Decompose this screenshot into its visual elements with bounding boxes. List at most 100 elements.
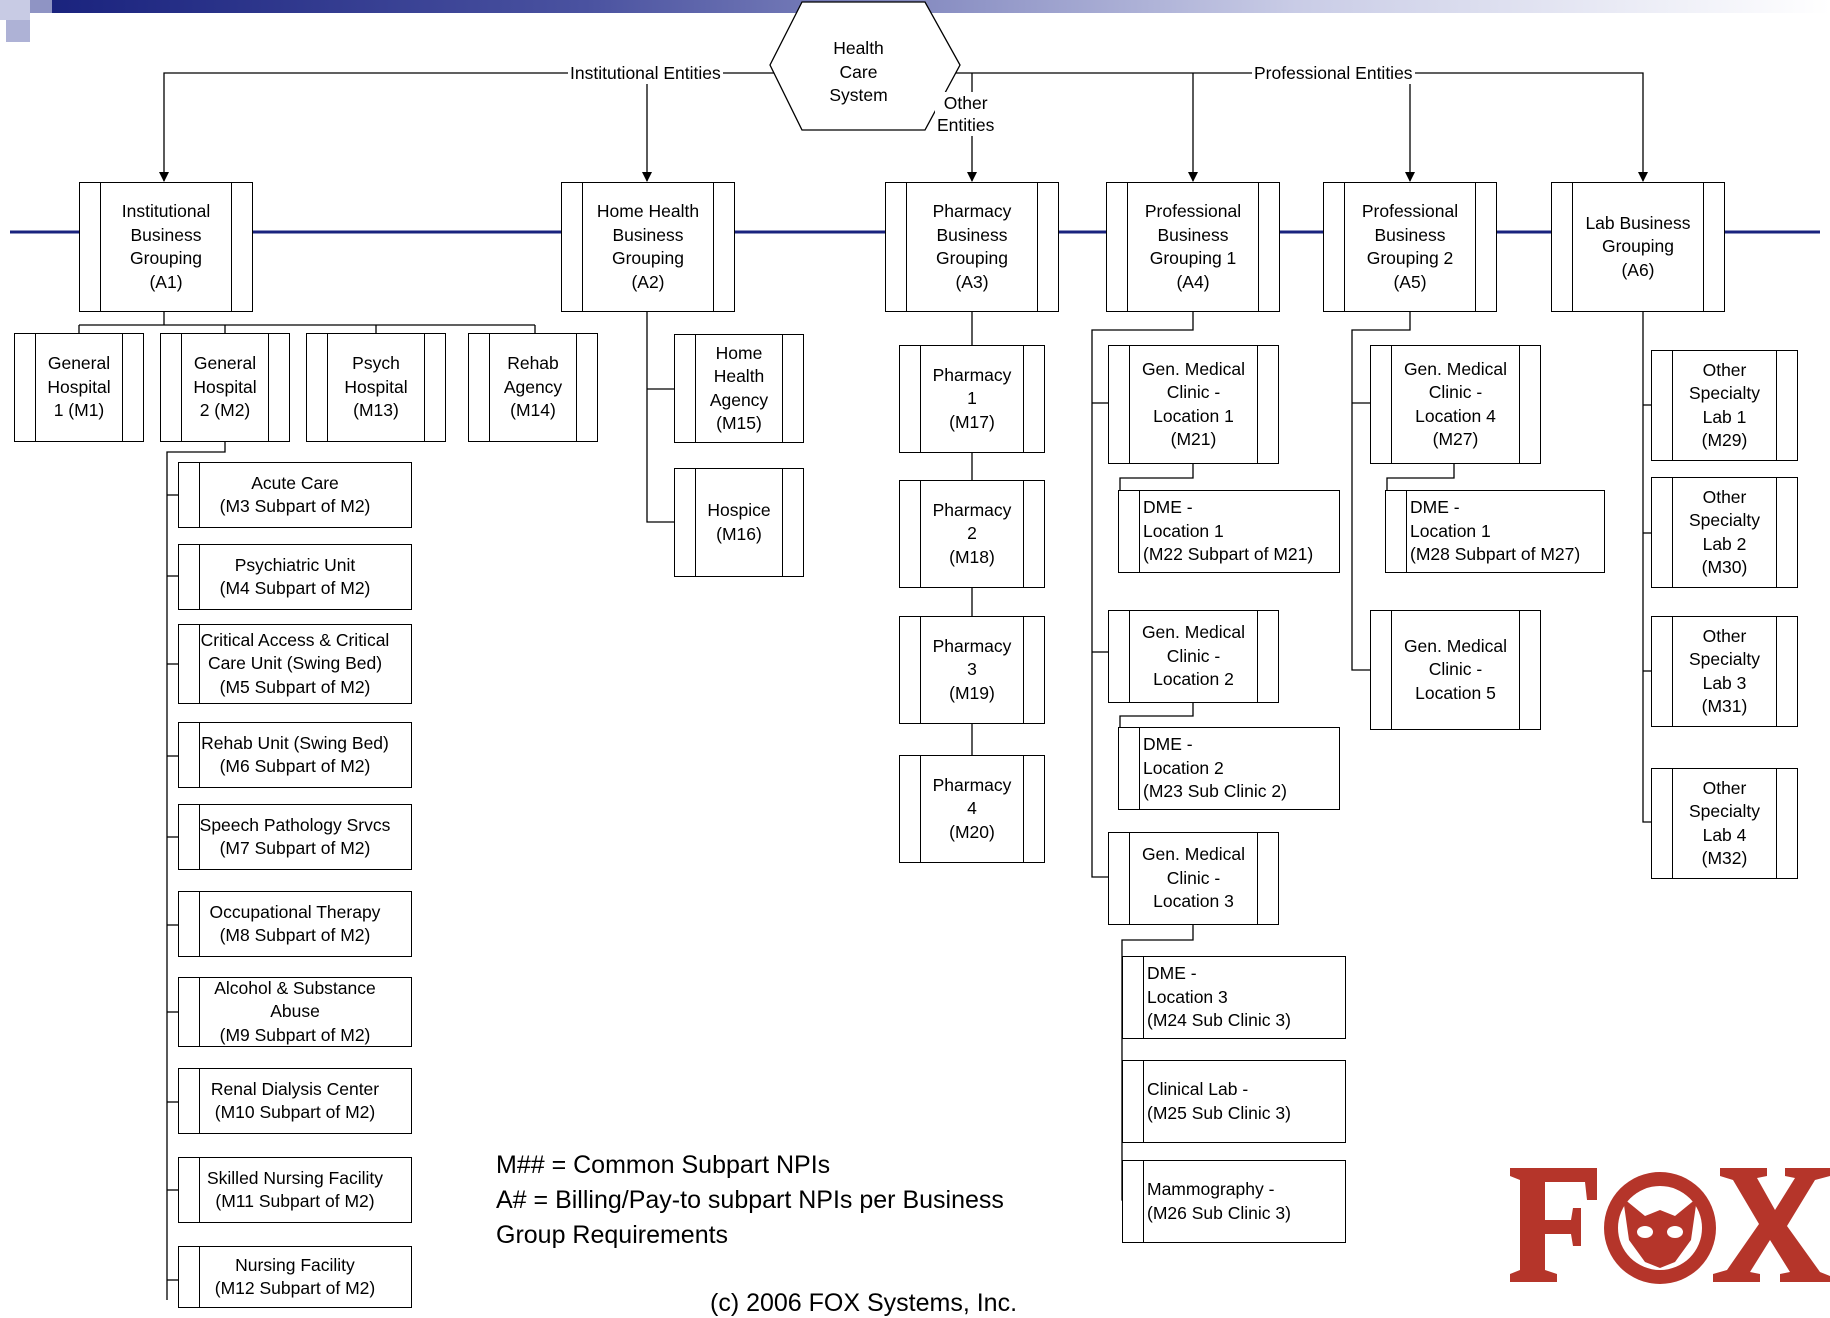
entity-box: General Hospital 2 (M2) [160,333,290,442]
subpart-box: Nursing Facility (M12 Subpart of M2) [178,1246,412,1308]
lab-box: Other Specialty Lab 3 (M31) [1651,616,1798,727]
pharmacy-box: Pharmacy 1 (M17) [899,345,1045,453]
clinic-box: Gen. Medical Clinic - Location 2 [1108,610,1279,703]
entity-label: Rehab Agency (M14) [503,353,563,421]
lab-label: Other Specialty Lab 4 (M32) [1688,777,1760,869]
subpart-label: Alcohol & Substance Abuse (M9 Subpart of… [214,977,376,1045]
corner-square [0,0,30,20]
group-box-a1: Institutional Business Grouping (A1) [79,182,253,312]
subpart-box: Psychiatric Unit (M4 Subpart of M2) [178,544,412,610]
pharmacy-box: Pharmacy 3 (M19) [899,616,1045,724]
subpart-box: Critical Access & Critical Care Unit (Sw… [178,624,412,704]
lab-box: Other Specialty Lab 1 (M29) [1651,350,1798,461]
connector-institutional [159,72,802,182]
group-box-a3: Pharmacy Business Grouping (A3) [885,182,1059,312]
subpart-box: Alcohol & Substance Abuse (M9 Subpart of… [178,977,412,1047]
entity-label: General Hospital 2 (M2) [193,353,257,421]
clinic-subpart-box: DME - Location 1 (M22 Subpart of M21) [1118,490,1340,573]
lab-label: Other Specialty Lab 3 (M31) [1688,625,1760,717]
group-box-a2: Home Health Business Grouping (A2) [561,182,735,312]
subpart-label: Rehab Unit (Swing Bed) (M6 Subpart of M2… [201,732,389,777]
lab-label: Other Specialty Lab 2 (M30) [1688,486,1760,578]
pharmacy-label: Pharmacy 1 (M17) [932,364,1012,432]
clinic-subpart-box: Mammography - (M26 Sub Clinic 3) [1122,1160,1346,1243]
corner-square [6,20,30,42]
clinic-box: Gen. Medical Clinic - Location 3 [1108,832,1279,925]
group-label: Institutional Business Grouping (A1) [121,201,211,292]
group-label: Pharmacy Business Grouping (A3) [932,201,1012,292]
corner-square [30,0,52,13]
legend-line: M## = Common Subpart NPIs [496,1151,831,1179]
subpart-box: Acute Care (M3 Subpart of M2) [178,462,412,528]
subpart-label: Renal Dialysis Center (M10 Subpart of M2… [210,1078,380,1123]
clinic-subpart-label: Clinical Lab - (M25 Sub Clinic 3) [1147,1079,1291,1123]
clinic-label: Gen. Medical Clinic - Location 1 (M21) [1141,358,1246,450]
pharmacy-box: Pharmacy 4 (M20) [899,755,1045,863]
subpart-label: Acute Care (M3 Subpart of M2) [219,472,371,517]
pharmacy-label: Pharmacy 3 (M19) [932,635,1012,703]
lab-box: Other Specialty Lab 4 (M32) [1651,768,1798,879]
legend: M## = Common Subpart NPIs A# = Billing/P… [496,1148,1004,1253]
clinic-subpart-label: DME - Location 3 (M24 Sub Clinic 3) [1147,963,1291,1031]
pharmacy-label: Pharmacy 2 (M18) [932,499,1012,567]
hospice-box: Hospice (M16) [674,468,804,577]
subpart-box: Rehab Unit (Swing Bed) (M6 Subpart of M2… [178,722,412,788]
clinic-subpart-label: DME - Location 1 (M28 Subpart of M27) [1410,497,1581,565]
lab-label: Other Specialty Lab 1 (M29) [1688,359,1760,451]
entity-box: General Hospital 1 (M1) [14,333,144,442]
clinic-subpart-label: DME - Location 1 (M22 Subpart of M21) [1143,497,1314,565]
clinic-subpart-label: Mammography - (M26 Sub Clinic 3) [1147,1179,1291,1223]
subpart-box: Renal Dialysis Center (M10 Subpart of M2… [178,1068,412,1134]
legend-line: A# = Billing/Pay-to subpart NPIs per Bus… [496,1186,1004,1214]
clinic-label: Gen. Medical Clinic - Location 3 [1141,844,1246,912]
clinic-label: Gen. Medical Clinic - Location 2 [1141,622,1246,690]
pharmacy-box: Pharmacy 2 (M18) [899,480,1045,588]
subpart-label: Speech Pathology Srvcs (M7 Subpart of M2… [199,814,391,859]
group-box-a6: Lab Business Grouping (A6) [1551,182,1725,312]
subpart-label: Nursing Facility (M12 Subpart of M2) [214,1254,376,1299]
subpart-label: Skilled Nursing Facility (M11 Subpart of… [206,1167,384,1212]
clinic-box: Gen. Medical Clinic - Location 4 (M27) [1370,345,1541,464]
group-box-a4: Professional Business Grouping 1 (A4) [1106,182,1280,312]
legend-line: Group Requirements [496,1221,729,1249]
hospice-label: Hospice (M16) [707,500,771,544]
pharmacy-label: Pharmacy 4 (M20) [932,774,1012,842]
fox-logo [1505,1150,1830,1308]
entity-label: Psych Hospital (M13) [344,353,408,421]
group-label: Professional Business Grouping 2 (A5) [1361,201,1459,292]
subpart-box: Speech Pathology Srvcs (M7 Subpart of M2… [178,804,412,870]
copyright: (c) 2006 FOX Systems, Inc. [710,1289,1018,1317]
home-health-label: Home Health Agency (M15) [709,342,769,434]
subpart-label: Psychiatric Unit (M4 Subpart of M2) [219,554,371,599]
clinic-subpart-box: Clinical Lab - (M25 Sub Clinic 3) [1122,1060,1346,1143]
header-band [52,0,1830,13]
clinic-subpart-label: DME - Location 2 (M23 Sub Clinic 2) [1143,734,1287,802]
clinic-label: Gen. Medical Clinic - Location 4 (M27) [1403,358,1508,450]
clinic-subpart-box: DME - Location 1 (M28 Subpart of M27) [1385,490,1605,573]
subpart-box: Occupational Therapy (M8 Subpart of M2) [178,891,412,957]
group-label: Professional Business Grouping 1 (A4) [1144,201,1242,292]
connector-professional [925,72,1648,182]
group-label: Home Health Business Grouping (A2) [596,201,700,292]
entity-box: Psych Hospital (M13) [306,333,446,442]
group-box-a5: Professional Business Grouping 2 (A5) [1323,182,1497,312]
clinic-box: Gen. Medical Clinic - Location 1 (M21) [1108,345,1279,464]
branch-institutional-label: Institutional Entities [568,62,723,84]
hexagon-root [769,1,961,131]
clinic-subpart-box: DME - Location 2 (M23 Sub Clinic 2) [1118,727,1340,810]
subpart-label: Occupational Therapy (M8 Subpart of M2) [209,901,381,946]
clinic-box: Gen. Medical Clinic - Location 5 [1370,610,1541,730]
home-health-box: Home Health Agency (M15) [674,334,804,443]
entity-box: Rehab Agency (M14) [468,333,598,442]
group-label: Lab Business Grouping (A6) [1585,212,1691,280]
entity-label: General Hospital 1 (M1) [47,353,111,421]
lab-box: Other Specialty Lab 2 (M30) [1651,477,1798,588]
subpart-label: Critical Access & Critical Care Unit (Sw… [200,629,390,697]
fox-logo-icon [1510,1168,1830,1284]
clinic-subpart-box: DME - Location 3 (M24 Sub Clinic 3) [1122,956,1346,1039]
root-label: Health Care System [829,38,888,105]
branch-professional-label: Professional Entities [1252,62,1415,84]
subpart-box: Skilled Nursing Facility (M11 Subpart of… [178,1157,412,1223]
clinic-label: Gen. Medical Clinic - Location 5 [1403,635,1508,703]
